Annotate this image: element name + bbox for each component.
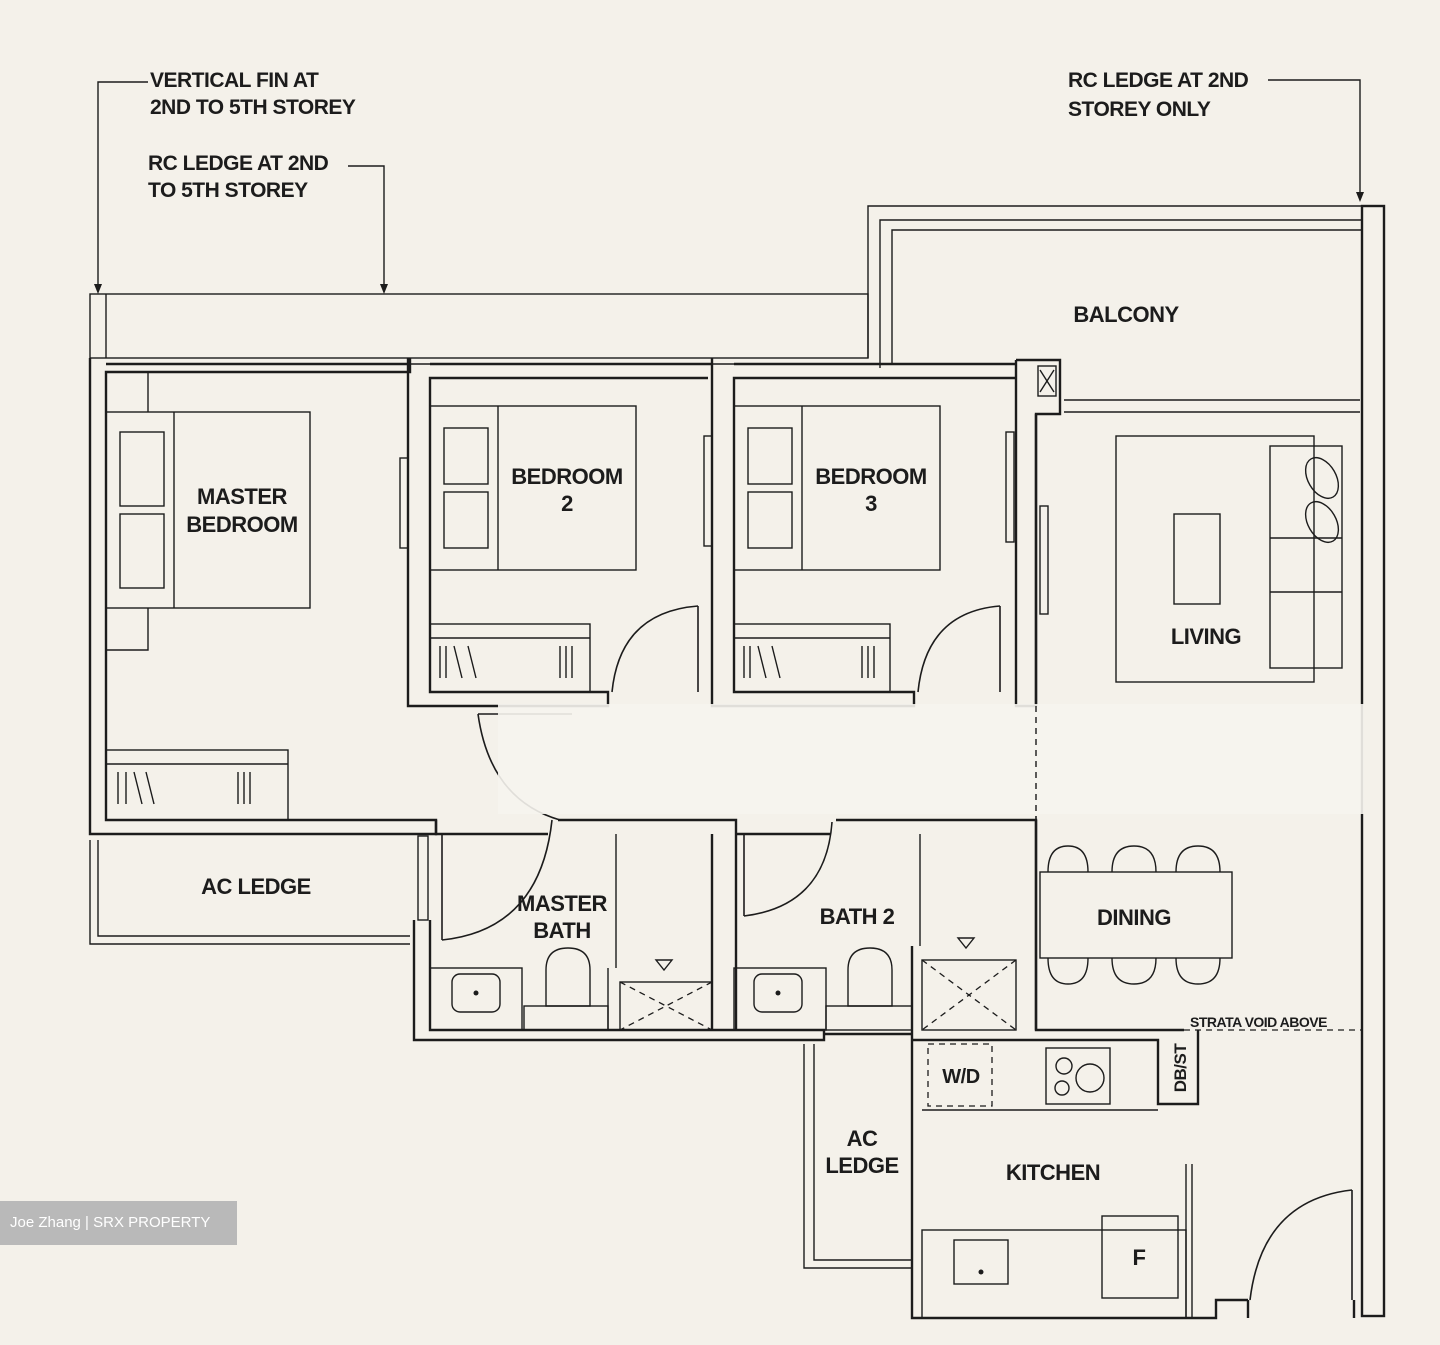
note-vertical-fin-1: VERTICAL FIN AT <box>150 69 319 92</box>
label-bedroom2-2: 2 <box>561 491 573 516</box>
label-kitchen: KITCHEN <box>1006 1160 1100 1185</box>
label-balcony: BALCONY <box>1073 302 1179 327</box>
label-ac-ledge-left: AC LEDGE <box>201 874 311 899</box>
furniture <box>105 365 1343 1319</box>
label-master-bedroom-1: MASTER <box>197 484 288 509</box>
door-swings <box>399 431 1353 1318</box>
label-master-bath-1: MASTER <box>517 891 608 916</box>
label-fridge: F <box>1133 1245 1146 1270</box>
label-bedroom3-1: BEDROOM <box>815 464 926 489</box>
watermark-badge: Joe Zhang | SRX PROPERTY <box>0 1201 237 1245</box>
label-bedroom3-2: 3 <box>865 491 877 516</box>
note-labels: VERTICAL FIN AT 2ND TO 5TH STOREY RC LED… <box>148 69 1328 1030</box>
annotation-leaders <box>94 79 1364 294</box>
label-washer-dryer: W/D <box>942 1066 979 1088</box>
note-rc-ledge-right-2: STOREY ONLY <box>1068 98 1211 121</box>
room-labels: BALCONY MASTER BEDROOM BEDROOM 2 BEDROOM… <box>186 302 1241 1270</box>
note-vertical-fin-2: 2ND TO 5TH STOREY <box>150 96 356 119</box>
label-master-bath-2: BATH <box>533 918 590 943</box>
label-bedroom2-1: BEDROOM <box>511 464 622 489</box>
note-strata-void: STRATA VOID ABOVE <box>1190 1014 1327 1030</box>
label-bath2: BATH 2 <box>820 904 895 929</box>
label-ac-ledge-lower-1: AC <box>847 1126 878 1151</box>
note-rc-ledge-right-1: RC LEDGE AT 2ND <box>1068 69 1249 92</box>
rc-ledge-strip <box>89 293 869 365</box>
label-db-st: DB/ST <box>1171 1043 1190 1093</box>
label-ac-ledge-lower-2: LEDGE <box>825 1153 898 1178</box>
balcony-outline <box>867 205 1362 413</box>
exterior-walls <box>88 204 1386 1320</box>
label-master-bedroom-2: BEDROOM <box>186 512 297 537</box>
label-dining: DINING <box>1097 905 1171 930</box>
note-rc-ledge-left-2: TO 5TH STOREY <box>148 179 308 202</box>
label-living: LIVING <box>1171 624 1241 649</box>
corridor-highlight <box>498 704 1364 814</box>
note-rc-ledge-left-1: RC LEDGE AT 2ND <box>148 152 329 175</box>
